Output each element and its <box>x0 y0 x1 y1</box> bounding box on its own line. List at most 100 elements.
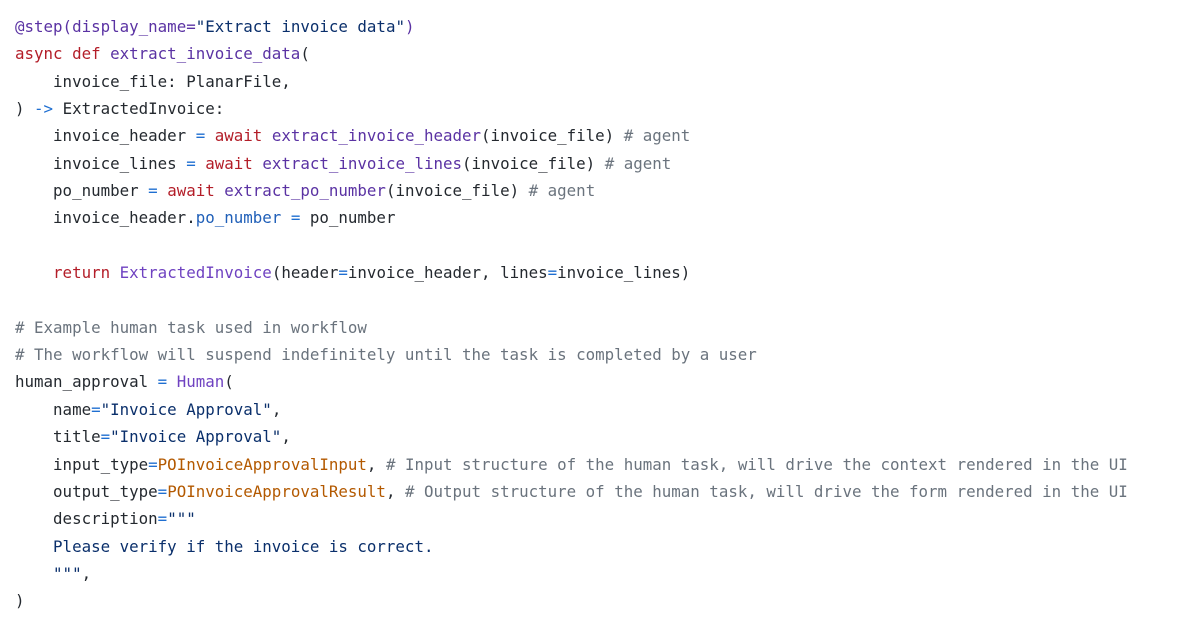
code-token: ) <box>15 591 25 611</box>
code-token: ) <box>404 17 415 36</box>
code-token: # Example human task used in workflow <box>15 317 367 337</box>
code-line: human_approval = Human( <box>15 368 1195 395</box>
code-token: display_name <box>72 17 187 36</box>
code-token: ( <box>300 44 310 64</box>
code-token: # The workflow will suspend indefinitely… <box>15 345 757 365</box>
code-token: Human <box>176 372 225 392</box>
code-token <box>215 181 225 200</box>
code-editor[interactable]: @step(display_name="Extract invoice data… <box>15 13 1195 615</box>
code-token: = <box>290 208 301 228</box>
code-token: (invoice_file) <box>462 153 605 173</box>
code-line <box>15 232 1195 259</box>
code-token: """ <box>15 563 82 583</box>
code-token <box>167 372 177 391</box>
code-token: ExtractedInvoice <box>119 263 272 283</box>
code-token: , <box>366 454 386 474</box>
code-token: = <box>148 181 158 201</box>
code-line: description=""" <box>15 505 1195 532</box>
code-line: @step(display_name="Extract invoice data… <box>15 13 1195 40</box>
code-token: (invoice_file) <box>481 126 624 146</box>
code-line: Please verify if the invoice is correct. <box>15 533 1195 560</box>
code-line: name="Invoice Approval", <box>15 396 1195 423</box>
code-line: """, <box>15 560 1195 587</box>
code-token: Please verify if the invoice is correct. <box>15 536 434 556</box>
code-token: po_number <box>300 208 396 228</box>
code-token: # agent <box>604 153 672 173</box>
code-token: "Invoice Approval" <box>110 427 282 447</box>
code-token: title <box>15 427 101 447</box>
code-token: await <box>205 153 253 173</box>
code-token: # agent <box>528 181 596 201</box>
code-token: extract_invoice_lines <box>262 153 463 173</box>
code-token: , <box>281 427 291 447</box>
code-token: , <box>271 399 282 419</box>
code-line: ) <box>15 587 1195 614</box>
code-token: human_approval <box>15 372 158 392</box>
code-token: description <box>15 509 158 529</box>
code-line: output_type=POInvoiceApprovalResult, # O… <box>15 478 1195 505</box>
code-line: # The workflow will suspend indefinitely… <box>15 341 1195 368</box>
code-token: invoice_header, lines <box>347 263 548 283</box>
code-token <box>253 154 263 173</box>
code-token: POInvoiceApprovalInput <box>157 454 367 474</box>
code-token: (invoice_file) <box>385 181 529 201</box>
code-token <box>196 154 206 173</box>
code-token: return <box>53 263 111 283</box>
code-token: = <box>186 17 196 36</box>
code-line: invoice_file: PlanarFile, <box>15 68 1195 95</box>
code-line: title="Invoice Approval", <box>15 423 1195 450</box>
code-token: = <box>91 399 101 419</box>
code-token: , <box>385 481 405 501</box>
code-token: = <box>338 263 348 283</box>
code-line: invoice_header = await extract_invoice_h… <box>15 122 1195 149</box>
code-token: invoice_header <box>15 126 196 146</box>
code-token: ExtractedInvoice: <box>53 99 225 119</box>
code-line <box>15 286 1195 313</box>
code-token: "Invoice Approval" <box>100 399 272 419</box>
code-line: invoice_lines = await extract_invoice_li… <box>15 150 1195 177</box>
code-line: input_type=POInvoiceApprovalInput, # Inp… <box>15 451 1195 478</box>
code-line: # Example human task used in workflow <box>15 314 1195 341</box>
code-token: output_type <box>15 481 158 501</box>
code-token: -> <box>34 99 54 119</box>
code-token: , <box>81 563 92 583</box>
code-token: # Output structure of the human task, wi… <box>404 481 1128 501</box>
code-token: = <box>186 153 196 173</box>
code-token: = <box>547 263 558 283</box>
code-token <box>281 208 291 227</box>
code-token: = <box>148 454 158 474</box>
code-line: po_number = await extract_po_number(invo… <box>15 177 1195 204</box>
code-token: = <box>157 509 168 529</box>
code-token: input_type <box>15 454 149 474</box>
code-token: await <box>214 126 263 146</box>
code-token: = <box>195 126 206 146</box>
code-token: await <box>167 181 215 201</box>
code-token: ( <box>224 372 234 392</box>
code-token: extract_po_number <box>224 181 386 201</box>
code-token: = <box>157 481 168 501</box>
code-line: ) -> ExtractedInvoice: <box>15 95 1195 122</box>
code-token: name <box>15 399 92 419</box>
code-token: extract_invoice_header <box>271 126 482 146</box>
code-token: po_number <box>15 181 149 201</box>
code-token: invoice_lines) <box>557 263 691 283</box>
code-token: = <box>100 427 111 447</box>
code-token: extract_invoice_data <box>110 44 301 64</box>
code-token <box>262 126 272 145</box>
code-token: invoice_file: PlanarFile, <box>15 71 291 91</box>
code-token: po_number <box>195 208 282 228</box>
code-token: (header <box>271 263 339 283</box>
code-token: "Extract invoice data" <box>195 17 405 36</box>
code-token: async def <box>15 44 111 64</box>
code-token <box>158 181 168 200</box>
code-token <box>205 126 215 145</box>
code-token <box>15 263 53 282</box>
code-token: # agent <box>623 126 691 146</box>
code-token: invoice_lines <box>15 153 187 173</box>
code-token: POInvoiceApprovalResult <box>167 481 386 501</box>
code-line: return ExtractedInvoice(header=invoice_h… <box>15 259 1195 286</box>
code-token: ) <box>15 99 35 119</box>
code-token: # Input structure of the human task, wil… <box>385 454 1128 474</box>
code-line: invoice_header.po_number = po_number <box>15 204 1195 231</box>
code-token: invoice_header. <box>15 208 196 228</box>
